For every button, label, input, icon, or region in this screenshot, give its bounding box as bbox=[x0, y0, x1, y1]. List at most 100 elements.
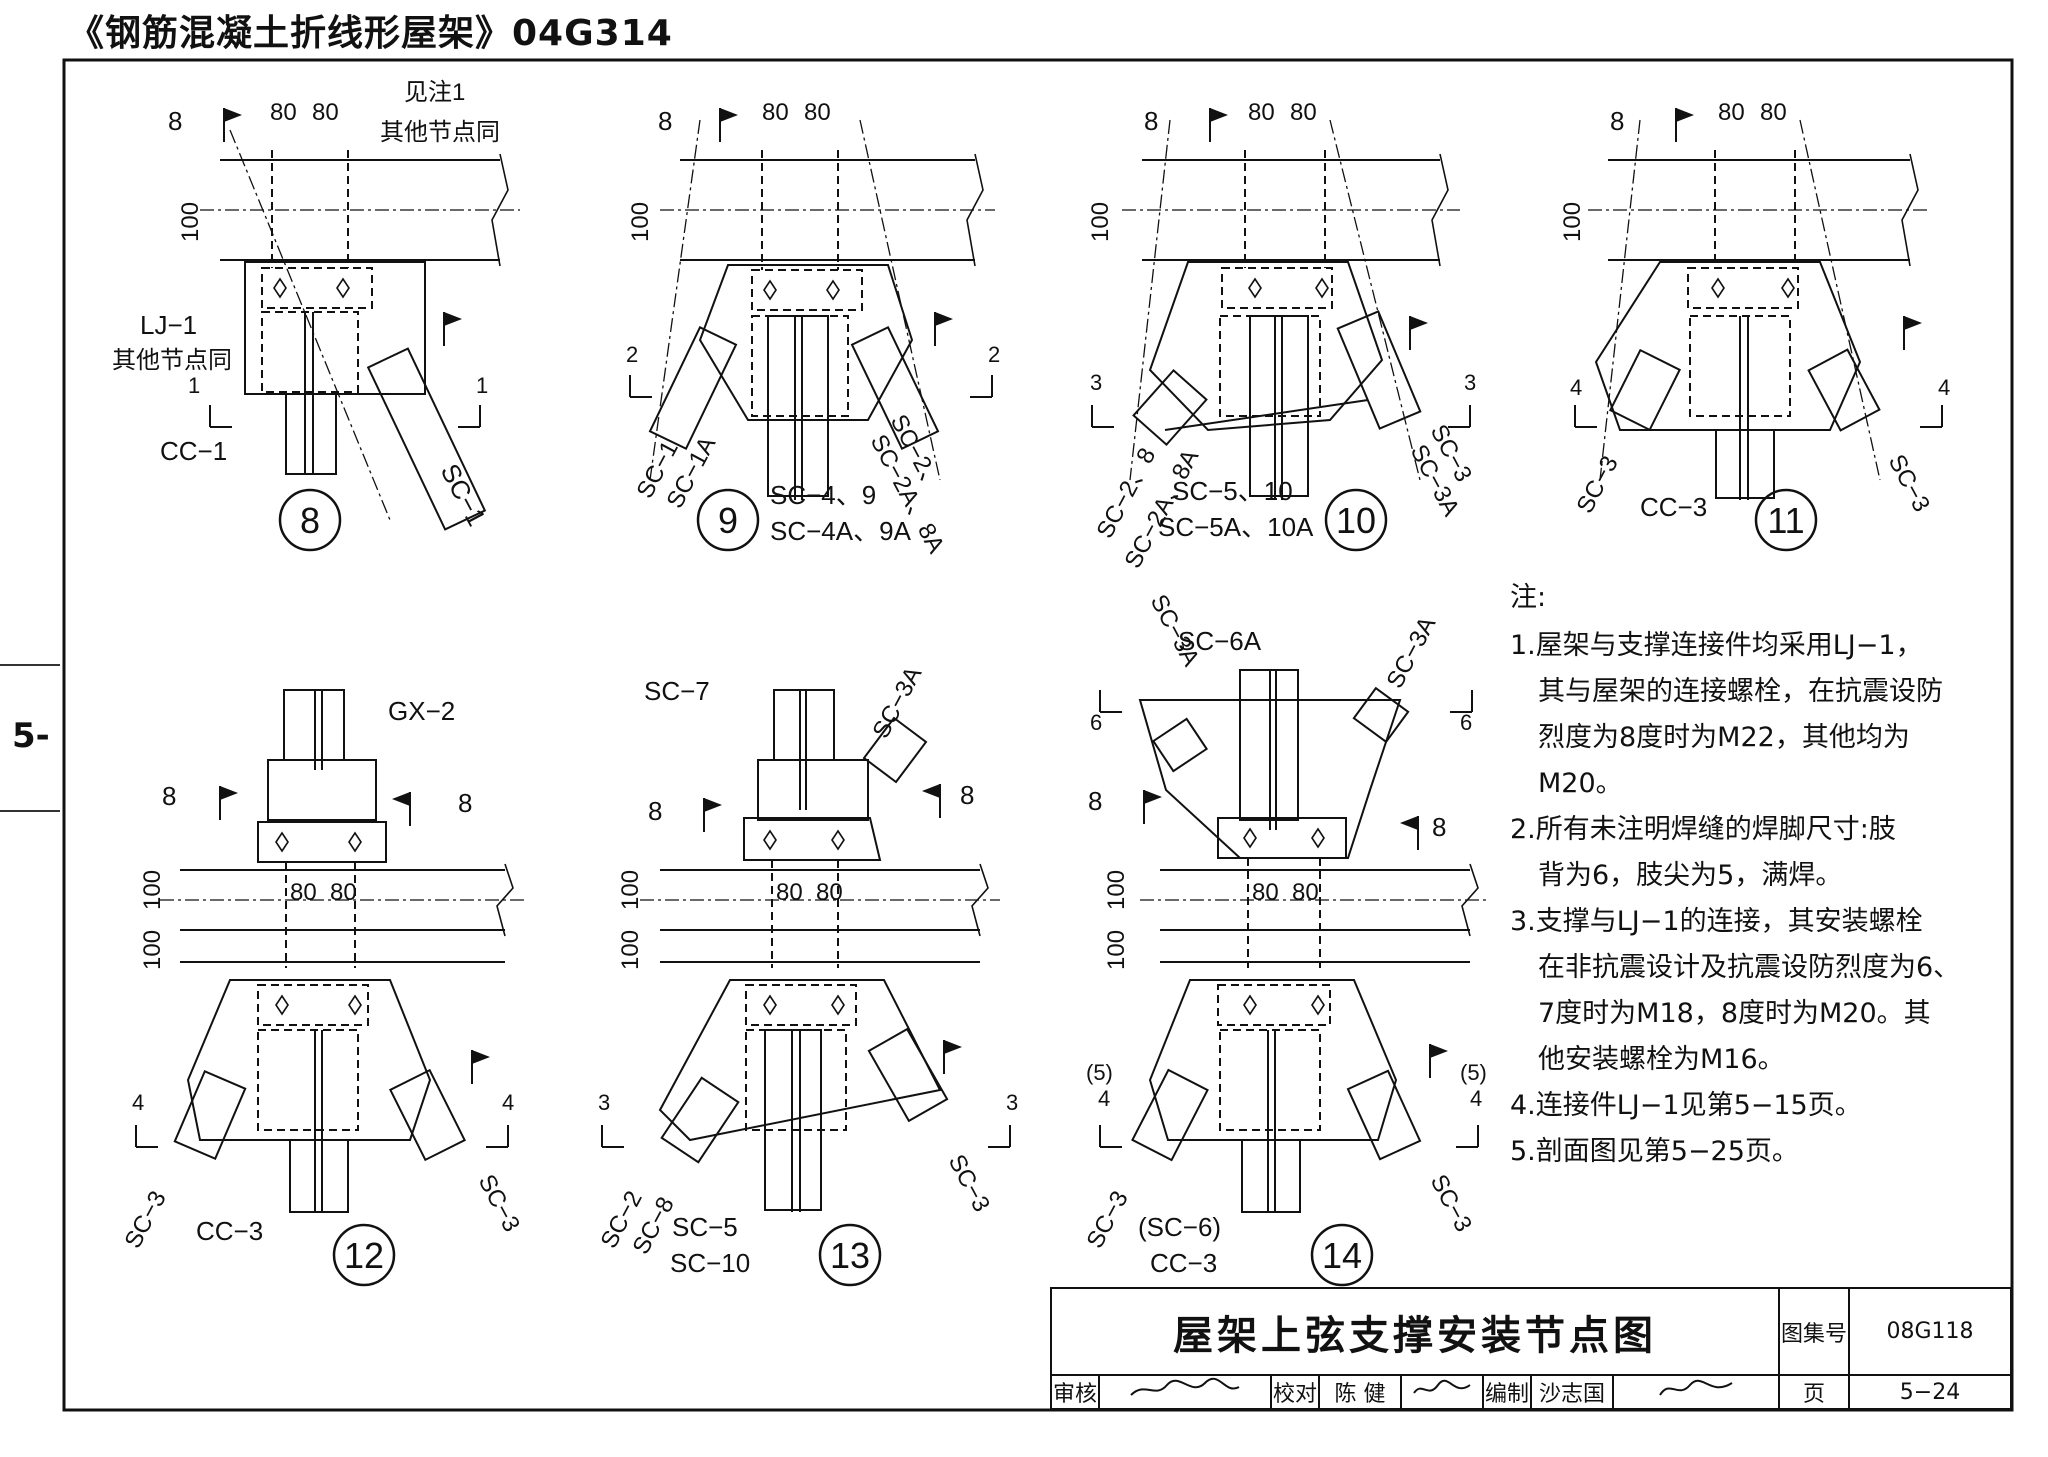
dim-b: 80 bbox=[1760, 99, 1787, 126]
note-line: 在非抗震设计及抗震设防烈度为6、 bbox=[1538, 952, 1961, 983]
section-id: 1 bbox=[188, 373, 200, 398]
weld-flag bbox=[935, 312, 953, 326]
notes-header: 注: bbox=[1510, 582, 1547, 613]
label-brace-2: SC−3 bbox=[1425, 1170, 1477, 1236]
brace-member bbox=[867, 1027, 949, 1123]
drafter-name: 沙志国 bbox=[1530, 1374, 1614, 1410]
lower-plate bbox=[1219, 315, 1321, 417]
notes-list: 1.屋架与支撑连接件均采用LJ−1，其与屋架的连接螺栓，在抗震设防烈度为8度时为… bbox=[1510, 623, 2010, 1175]
label-top: GX−2 bbox=[388, 696, 455, 726]
section-id: 4 bbox=[132, 1090, 144, 1115]
bolt-diamond bbox=[1711, 277, 1725, 299]
bolt-diamond bbox=[273, 277, 287, 299]
label-col-1: (SC−6) bbox=[1138, 1212, 1221, 1242]
label-brace-2: SC−3 bbox=[1883, 450, 1935, 516]
gusset-plate bbox=[1594, 261, 1862, 431]
lower-plate bbox=[751, 315, 849, 417]
label-col-1: SC−5 bbox=[672, 1212, 738, 1242]
node-number: 9 bbox=[718, 500, 738, 541]
check-label: 校对 bbox=[1270, 1374, 1320, 1410]
top-plate bbox=[757, 759, 869, 821]
page-no: 5−24 bbox=[1848, 1374, 2012, 1410]
bolt-diamond bbox=[1243, 994, 1257, 1016]
top-gusset bbox=[1138, 699, 1402, 859]
axis-line bbox=[649, 119, 701, 481]
dim-h: 100 bbox=[1559, 202, 1586, 242]
label-brace-2: SC−3 bbox=[473, 1170, 525, 1236]
dim-b: 80 bbox=[330, 879, 357, 906]
dim-a: 80 bbox=[1252, 879, 1279, 906]
weld-size: 8 bbox=[1144, 106, 1158, 136]
connector-plate bbox=[745, 984, 857, 1026]
note-line: 2.所有未注明焊缝的焊脚尺寸:肢 bbox=[1510, 814, 1896, 845]
label-col-2: CC−3 bbox=[1150, 1248, 1217, 1278]
note-line: 他安装螺栓为M16。 bbox=[1538, 1044, 1785, 1075]
draw-label: 编制 bbox=[1482, 1374, 1532, 1410]
break-line bbox=[1461, 863, 1479, 937]
brace-member bbox=[862, 716, 928, 784]
node-number: 10 bbox=[1336, 500, 1376, 541]
weld-flag bbox=[1400, 816, 1418, 830]
node-number: 13 bbox=[830, 1235, 870, 1276]
column-member bbox=[1715, 429, 1775, 499]
lower-plate bbox=[1219, 1029, 1321, 1131]
dim-a: 80 bbox=[270, 99, 297, 126]
brace-member bbox=[173, 1070, 247, 1160]
top-column bbox=[773, 689, 835, 761]
top-connector bbox=[257, 821, 387, 863]
brace-member bbox=[1346, 1069, 1422, 1161]
weld-flag bbox=[1144, 790, 1162, 804]
dim-b: 80 bbox=[1292, 879, 1319, 906]
node-number-circle bbox=[332, 1223, 396, 1287]
bolt-diamond bbox=[275, 831, 289, 853]
dim-h1: 100 bbox=[1103, 870, 1130, 910]
gusset-plate bbox=[1148, 261, 1384, 432]
note-line: 7度时为M18，8度时为M20。其 bbox=[1538, 998, 1931, 1029]
label-col-2: SC−5A、10A bbox=[1158, 512, 1314, 542]
brace-member bbox=[1608, 348, 1682, 432]
weld-flag bbox=[720, 108, 738, 122]
top-connector bbox=[743, 817, 882, 861]
label-col-1: SC−4、9 bbox=[770, 480, 876, 510]
bolt-diamond bbox=[1781, 277, 1795, 299]
axis-line bbox=[1599, 119, 1641, 481]
drafter-signature bbox=[1612, 1374, 1780, 1410]
node-number-circle bbox=[1310, 1223, 1374, 1287]
weld-size-2: 8 bbox=[960, 780, 974, 810]
weld-flag bbox=[1676, 108, 1694, 122]
label-brace-1: SC−3 bbox=[1081, 1187, 1133, 1253]
dim-h1: 100 bbox=[139, 870, 166, 910]
bolt-diamond bbox=[826, 279, 840, 301]
brace-member bbox=[1151, 717, 1209, 773]
weld-size: 8 bbox=[648, 796, 662, 826]
section-id: 3 bbox=[598, 1090, 610, 1115]
bolt-diamond bbox=[763, 829, 777, 851]
bolt-diamond bbox=[1311, 827, 1325, 849]
note-line: 1.屋架与支撑连接件均采用LJ−1， bbox=[1510, 630, 1923, 661]
sheet-title: 《钢筋混凝土折线形屋架》04G314 bbox=[68, 13, 673, 54]
axis-line bbox=[859, 119, 941, 481]
dim-b: 80 bbox=[816, 879, 843, 906]
bolt-diamond bbox=[763, 279, 777, 301]
note-line: 其与屋架的连接螺栓，在抗震设防 bbox=[1538, 676, 1943, 707]
weld-flag bbox=[1904, 316, 1922, 330]
connector-plate bbox=[1217, 984, 1331, 1026]
weld-flag bbox=[1410, 316, 1428, 330]
label-col-1: SC−5、10 bbox=[1172, 476, 1293, 506]
break-line bbox=[491, 153, 509, 267]
section-id: 1 bbox=[476, 373, 488, 398]
section-id: 4 bbox=[1470, 1086, 1482, 1111]
bolt-diamond bbox=[831, 994, 845, 1016]
weld-flag bbox=[1210, 108, 1228, 122]
weld-size: 8 bbox=[658, 106, 672, 136]
callout-note2: 其他节点同 bbox=[380, 119, 500, 146]
node-number-circle bbox=[818, 1223, 882, 1287]
gusset-plate bbox=[698, 264, 914, 421]
dim-h: 100 bbox=[1087, 202, 1114, 242]
brace-member bbox=[366, 347, 487, 531]
